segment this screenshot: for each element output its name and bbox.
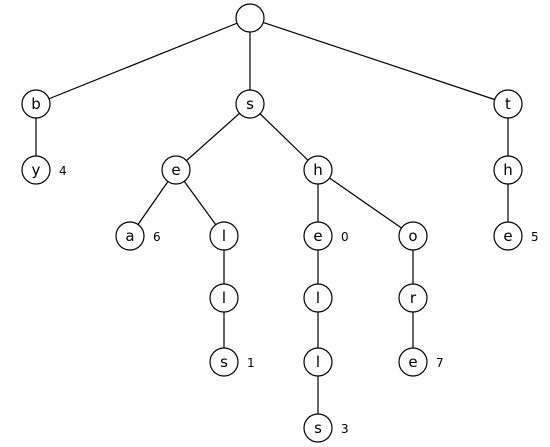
- trie-node-circle: [209, 221, 239, 251]
- trie-node-char: e: [171, 161, 180, 179]
- trie-node-char: t: [505, 95, 511, 113]
- trie-node-value: 6: [153, 230, 161, 244]
- trie-node-circle: [303, 413, 333, 443]
- trie-node-shell: l: [303, 347, 333, 377]
- trie-node-circle: [303, 221, 333, 251]
- trie-node-char: h: [313, 161, 323, 179]
- trie-node-char: e: [313, 227, 322, 245]
- trie-node-circle: [303, 155, 333, 185]
- trie-node-circle: [21, 89, 51, 119]
- trie-node-char: s: [246, 95, 254, 113]
- trie-node-circle: [398, 221, 428, 251]
- trie-node-char: e: [408, 353, 417, 371]
- trie-node-circle: [398, 283, 428, 313]
- trie-node-shor: r: [398, 283, 428, 313]
- trie-node-th: h: [493, 155, 523, 185]
- trie-node-sh: h: [303, 155, 333, 185]
- trie-node-value: 5: [531, 230, 539, 244]
- trie-node-root: [235, 3, 265, 33]
- trie-node-char: e: [503, 227, 512, 245]
- trie-node-char: y: [32, 161, 41, 179]
- trie-node-char: l: [316, 289, 320, 307]
- trie-node-value: 3: [341, 422, 349, 436]
- trie-edge-s-se: [175, 103, 251, 171]
- trie-node-circle: [209, 283, 239, 313]
- trie-edge-root-t: [249, 17, 509, 105]
- trie-edge-s-sh: [249, 103, 319, 171]
- trie-node-shel: l: [303, 283, 333, 313]
- trie-node-char: a: [125, 227, 134, 245]
- trie-node-char: s: [314, 419, 322, 437]
- trie-node-char: l: [222, 289, 226, 307]
- trie-node-circle: [115, 221, 145, 251]
- trie-node-char: b: [31, 95, 41, 113]
- trie-node-value: 4: [59, 164, 67, 178]
- trie-node-value: 7: [436, 356, 444, 370]
- trie-node-char: r: [410, 289, 417, 307]
- trie-node-circle: [209, 347, 239, 377]
- trie-node-char: l: [222, 227, 226, 245]
- trie-node-circle: [303, 347, 333, 377]
- trie-node-char: l: [316, 353, 320, 371]
- trie-node-value: 0: [341, 230, 349, 244]
- trie-node-circle: [21, 155, 51, 185]
- trie-node-char: h: [503, 161, 513, 179]
- trie-node-circle: [235, 3, 265, 33]
- trie-node-sell: l: [209, 283, 239, 313]
- trie-node-circle: [161, 155, 191, 185]
- trie-node-char: o: [408, 227, 417, 245]
- trie-node-b: b: [21, 89, 51, 119]
- trie-node-se: e: [161, 155, 191, 185]
- trie-edge-sh-sho: [317, 169, 414, 237]
- trie-node-s: s: [235, 89, 265, 119]
- trie-edge-root-b: [35, 17, 251, 105]
- trie-node-sho: o: [398, 221, 428, 251]
- trie-node-circle: [493, 221, 523, 251]
- trie-node-circle: [303, 283, 333, 313]
- trie-node-circle: [398, 347, 428, 377]
- trie-node-circle: [493, 89, 523, 119]
- trie-node-char: s: [220, 353, 228, 371]
- trie-node-circle: [493, 155, 523, 185]
- trie-node-t: t: [493, 89, 523, 119]
- trie-node-circle: [235, 89, 265, 119]
- trie-node-sel: l: [209, 221, 239, 251]
- trie-node-value: 1: [247, 356, 255, 370]
